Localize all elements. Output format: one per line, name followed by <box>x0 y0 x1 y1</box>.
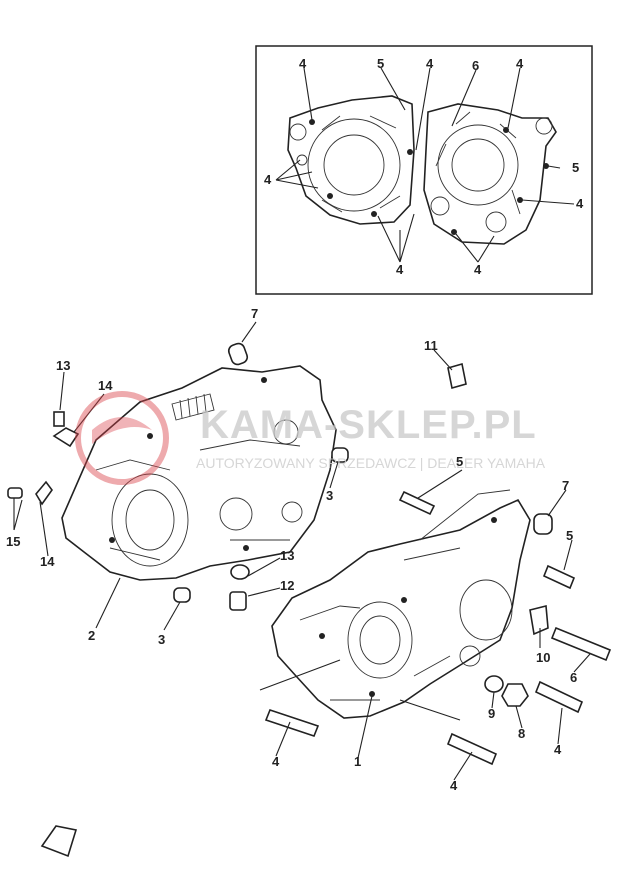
callout-label: 3 <box>326 488 333 503</box>
callout-label: 4 <box>272 754 280 769</box>
callout-label: 9 <box>488 706 495 721</box>
callout-label: 4 <box>396 262 404 277</box>
callout-label: 6 <box>472 58 479 73</box>
left-crankcase-half <box>61 365 337 581</box>
callout-label: 5 <box>566 528 573 543</box>
callout-label: 4 <box>576 196 584 211</box>
callout-label: 4 <box>474 262 482 277</box>
right-crankcase-half <box>271 489 531 719</box>
callout-label: 7 <box>562 478 569 493</box>
callout-label: 1 <box>354 754 361 769</box>
leader-lines <box>13 321 591 781</box>
callout-label: 6 <box>570 670 577 685</box>
callout-label: 5 <box>377 56 384 71</box>
callout-label: 10 <box>536 650 550 665</box>
callout-label: 12 <box>280 578 294 593</box>
callout-label: 11 <box>424 338 438 353</box>
callout-label: 4 <box>554 742 562 757</box>
callout-label: 5 <box>572 160 579 175</box>
watermark: KAMA-SKLEP.PL AUTORYZOWANY SPRZEDAWCZ | … <box>75 391 546 485</box>
callout-label: 14 <box>98 378 113 393</box>
watermark-tagline: AUTORYZOWANY SPRZEDAWCZ | DEALER YAMAHA <box>196 455 546 471</box>
small-parts <box>7 342 612 858</box>
callout-label: 4 <box>426 56 434 71</box>
callout-label: 14 <box>40 554 55 569</box>
callout-label: 7 <box>251 306 258 321</box>
inset-crankcase-view <box>255 45 593 295</box>
callout-label: 8 <box>518 726 525 741</box>
callout-label: 13 <box>56 358 70 373</box>
callout-label: 4 <box>516 56 524 71</box>
callout-label: 4 <box>299 56 307 71</box>
callout-label: 2 <box>88 628 95 643</box>
watermark-brand: KAMA-SKLEP.PL <box>200 403 537 447</box>
callout-label: 4 <box>450 778 458 793</box>
callout-label: 15 <box>6 534 20 549</box>
callout-label: 5 <box>456 454 463 469</box>
watermark-logo-icon <box>75 391 169 485</box>
callout-label: 4 <box>264 172 272 187</box>
callout-labels: 4 5 4 6 4 4 5 4 4 4 7 13 14 15 14 2 3 3 … <box>6 56 584 793</box>
callout-label: 3 <box>158 632 165 647</box>
callout-label: 13 <box>280 548 294 563</box>
